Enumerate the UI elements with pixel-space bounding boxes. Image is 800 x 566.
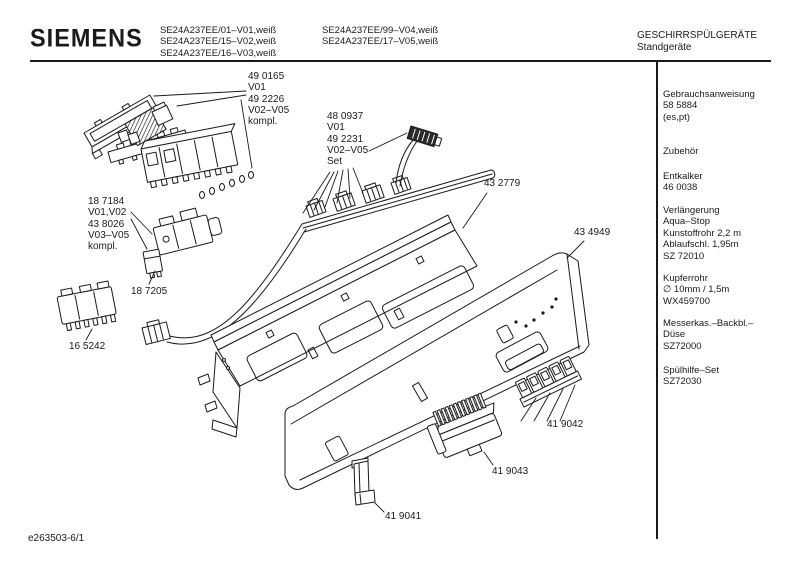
harness-connector bbox=[361, 182, 385, 204]
siemens-logo: SIEMENS bbox=[30, 24, 143, 53]
leader-line-165242 bbox=[85, 328, 93, 341]
sidebar-item-gebrauchsanweisung: Gebrauchsanweisung 58 5884 (es,pt) bbox=[663, 89, 755, 123]
leader-line-434949 bbox=[566, 240, 585, 259]
panel-connector bbox=[406, 125, 443, 148]
document-number: e263503-6/1 bbox=[28, 533, 85, 544]
sidebar-item-entkalker: Entkalker 46 0038 bbox=[663, 171, 703, 194]
subcategory-line: Standgeräte bbox=[637, 41, 692, 53]
harness-connector bbox=[305, 197, 327, 218]
door-switch-assembly bbox=[152, 207, 223, 256]
part-label-419043: 41 9043 bbox=[492, 466, 529, 477]
part-label-165242: 16 5242 bbox=[69, 341, 106, 352]
header-divider bbox=[30, 60, 771, 62]
part-label-432779: 43 2779 bbox=[484, 178, 521, 189]
part-label-419042: 41 9042 bbox=[547, 419, 584, 430]
part-label-434949: 43 4949 bbox=[574, 227, 611, 238]
model-variants-column-2: SE24A237EE/99–V04,weiß SE24A237EE/17–V05… bbox=[322, 25, 439, 48]
sidebar-divider bbox=[656, 62, 658, 539]
micro-switch bbox=[142, 248, 163, 279]
mounting-bracket bbox=[351, 457, 376, 506]
leader-lines-187184 bbox=[130, 211, 156, 285]
switch-bank bbox=[140, 123, 239, 189]
part-label-187184: 18 7184 V01,V02 43 8026 V03–V05 kompl. bbox=[88, 196, 130, 253]
sidebar-item-spuelhilfe: Spülhilfe–Set SZ72030 bbox=[663, 365, 719, 388]
sidebar-item-kupferrohr: Kupferrohr ∅ 10mm / 1,5m WX459700 bbox=[663, 273, 730, 307]
button-strip bbox=[515, 356, 582, 408]
connector-wires bbox=[395, 139, 418, 187]
button-block bbox=[426, 392, 503, 458]
connecting-cable bbox=[166, 223, 307, 345]
sidebar-item-messerkasten: Messerkas.–Backbl.– Düse SZ72000 bbox=[663, 318, 754, 352]
power-switch bbox=[56, 280, 117, 332]
part-label-187205: 18 7205 bbox=[131, 286, 168, 297]
model-variants-column-1: SE24A237EE/01–V01,weiß SE24A237EE/15–V02… bbox=[160, 25, 277, 59]
cable-connector bbox=[141, 319, 171, 345]
part-label-490165: 49 0165 V01 49 2226 V02–V05 kompl. bbox=[248, 71, 290, 128]
category-line: GESCHIRRSPÜLGERÄTE bbox=[637, 30, 758, 41]
control-panel-fascia bbox=[197, 214, 478, 438]
leader-line-432779 bbox=[462, 192, 488, 229]
sidebar-item-zubehoer: Zubehör bbox=[663, 146, 699, 157]
leader-lines-480937 bbox=[302, 132, 408, 214]
leader-lines-419042 bbox=[520, 384, 576, 422]
leader-lines-490165 bbox=[153, 90, 253, 169]
leader-line-419043 bbox=[483, 451, 494, 466]
leader-line-419041 bbox=[374, 502, 385, 513]
pcb-connector-cubes bbox=[117, 101, 174, 145]
wiring-harness bbox=[301, 169, 496, 233]
part-label-480937: 48 0937 V01 49 2231 V02–V05 Set bbox=[327, 111, 369, 168]
door-outer-panel bbox=[284, 252, 590, 490]
part-label-419041: 41 9041 bbox=[385, 511, 422, 522]
mounting-feet bbox=[199, 171, 254, 199]
harness-connector bbox=[332, 190, 356, 212]
sidebar-item-verlaengerung: Verlängerung Aqua–Stop Kunstoffrohr 2,2 … bbox=[663, 205, 741, 262]
